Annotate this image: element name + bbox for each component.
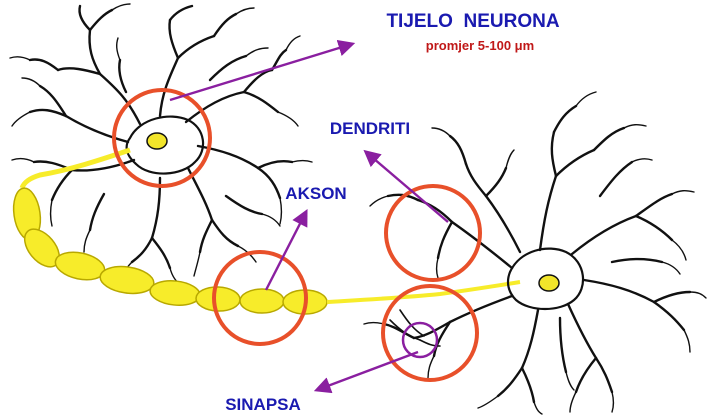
cell-body-label: TIJELO NEURONA: [386, 11, 559, 32]
cell-body-arrow: [170, 44, 352, 100]
axon-label: AKSON: [285, 184, 346, 203]
left-nucleus: [147, 133, 167, 149]
right-nucleus: [539, 275, 559, 291]
right-neuron: [364, 92, 706, 414]
cell-body-size-label: promjer 5-100 μm: [426, 38, 534, 53]
dendrites-label: DENDRITI: [330, 119, 410, 138]
synapse-label: SINAPSA: [225, 395, 301, 414]
